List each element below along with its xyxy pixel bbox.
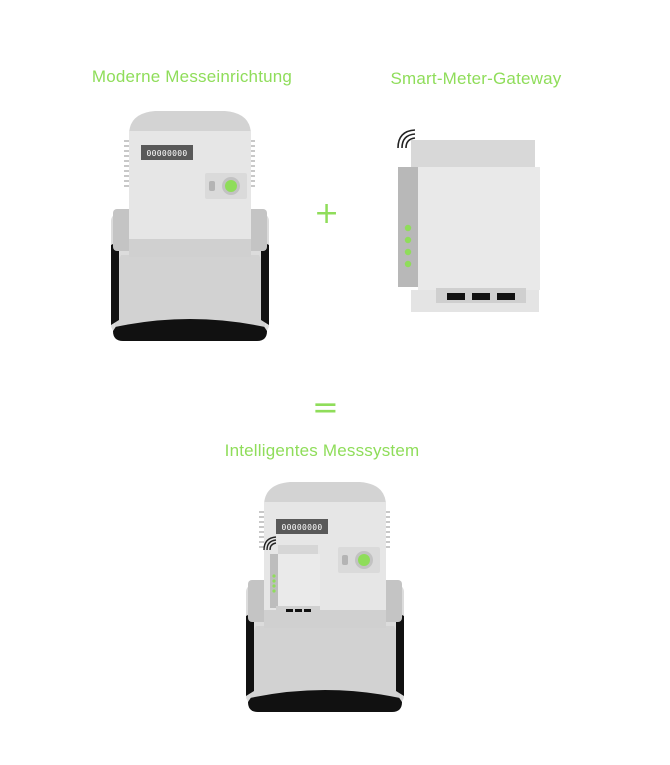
gateway-label: Smart-Meter-Gateway: [390, 69, 562, 88]
plus-icon: +: [314, 196, 340, 231]
meter-label: Moderne Messeinrichtung: [91, 67, 293, 86]
meter-display: [141, 145, 193, 160]
wifi-signal-icon: [397, 129, 416, 149]
system-label: Intelligentes Messsystem: [224, 441, 420, 460]
meter-counter: 00000000: [147, 149, 188, 158]
status-led-icon: [225, 180, 237, 192]
embedded-gateway: [263, 536, 320, 615]
gateway-illustration: [397, 129, 540, 312]
status-led-icon: [358, 554, 370, 566]
system-display: [276, 519, 328, 534]
modern-meter-illustration: 00000000: [111, 111, 269, 341]
intelligent-system-illustration: 00000000: [246, 482, 404, 712]
equals-icon: =: [312, 388, 339, 426]
system-counter: 00000000: [282, 523, 323, 532]
